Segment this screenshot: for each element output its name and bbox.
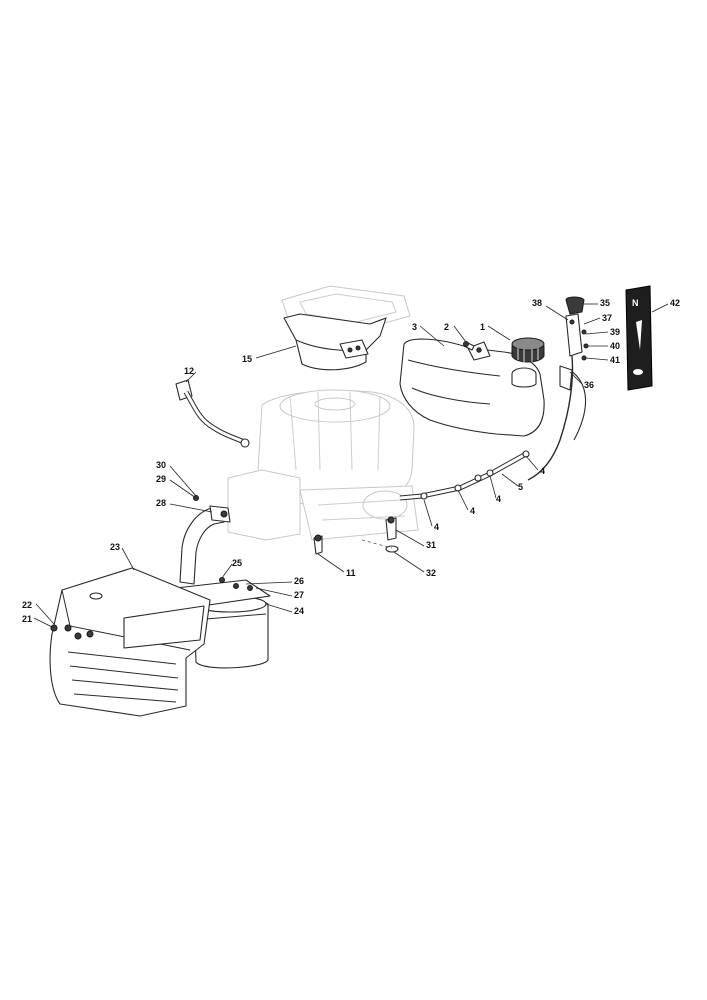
part-36-cable <box>527 296 589 481</box>
callout-12: 12 <box>184 366 194 376</box>
callout-38: 38 <box>532 298 542 308</box>
callout-31: 31 <box>426 540 436 550</box>
callout-28: 28 <box>156 498 166 508</box>
callout-27: 27 <box>294 590 304 600</box>
leader-lines <box>33 303 669 629</box>
part-24-muffler <box>175 577 271 669</box>
callout-1: 1 <box>480 322 485 332</box>
part-23-guard <box>49 567 211 717</box>
part-1-fuel-cap <box>511 337 545 363</box>
callout-42: 42 <box>670 298 680 308</box>
callout-11: 11 <box>346 568 356 578</box>
callout-23: 23 <box>110 542 120 552</box>
part-15-shroud <box>281 285 411 371</box>
callout-32: 32 <box>426 568 436 578</box>
callout-3: 3 <box>412 322 417 332</box>
callout-25: 25 <box>232 558 242 568</box>
callout-4b: 4 <box>496 494 501 504</box>
callout-35: 35 <box>600 298 610 308</box>
callout-24: 24 <box>294 606 304 616</box>
part-12-hose <box>175 379 250 448</box>
callout-30: 30 <box>156 460 166 470</box>
callout-29: 29 <box>156 474 166 484</box>
callout-41: 41 <box>610 355 620 365</box>
part-5-fuel-pipe <box>399 450 530 501</box>
callout-21: 21 <box>22 614 32 624</box>
callout-4d: 4 <box>434 522 439 532</box>
callout-4c: 4 <box>470 506 475 516</box>
callout-37: 37 <box>602 313 612 323</box>
parts-11-31-32-fasteners <box>313 516 399 555</box>
callout-4a: 4 <box>540 466 545 476</box>
callout-5: 5 <box>518 482 523 492</box>
callout-36: 36 <box>584 380 594 390</box>
engine-ghost <box>227 389 419 541</box>
callout-labels: 1 2 3 4 4 4 4 5 11 12 15 21 22 23 24 25 … <box>22 298 680 624</box>
part-3-fuel-tank <box>399 338 545 437</box>
callout-15: 15 <box>242 354 252 364</box>
callout-26: 26 <box>294 576 304 586</box>
callout-22: 22 <box>22 600 32 610</box>
callout-39: 39 <box>610 327 620 337</box>
callout-40: 40 <box>610 341 620 351</box>
part-42-throttle-plate: N <box>625 285 653 391</box>
callout-2: 2 <box>444 322 449 332</box>
sign-letter: N <box>632 298 639 308</box>
part-28-exhaust-pipe <box>179 495 231 585</box>
